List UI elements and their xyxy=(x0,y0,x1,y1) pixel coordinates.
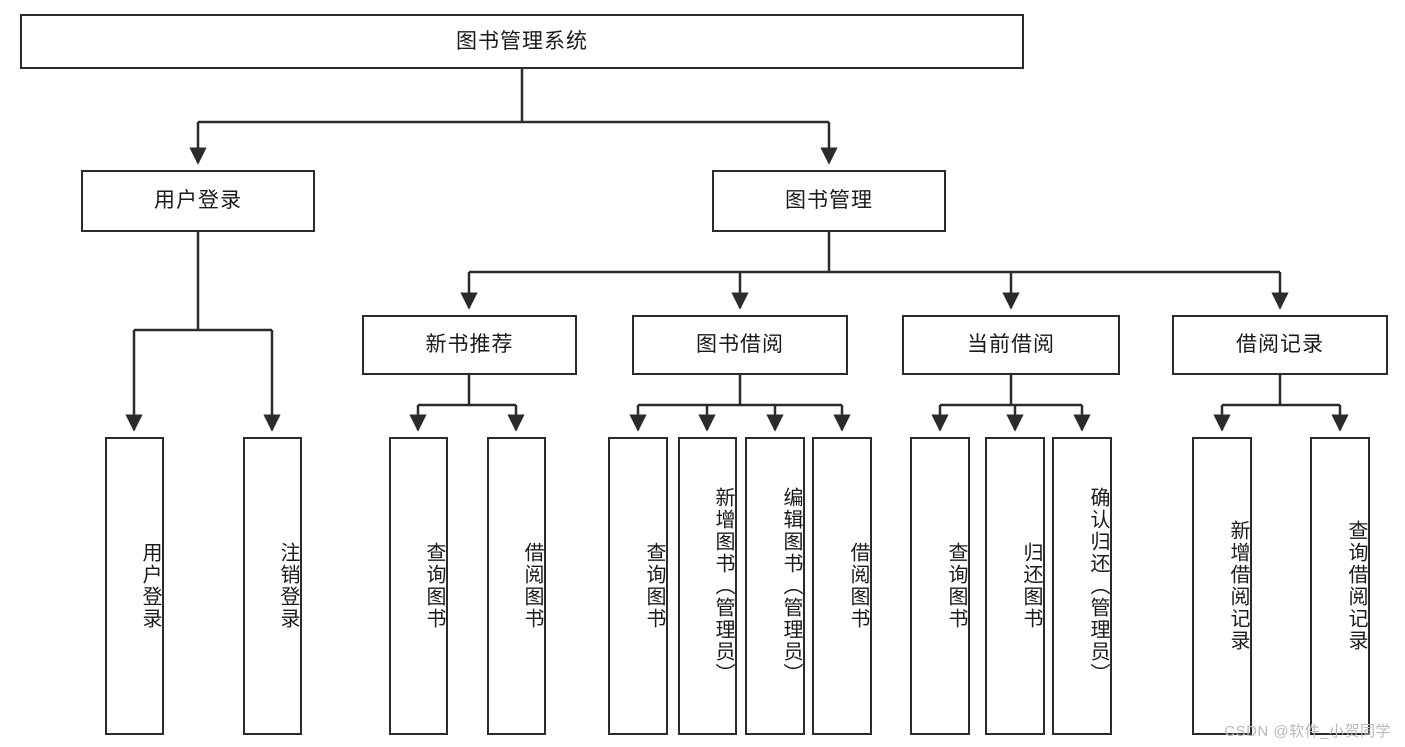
node-leaf-return-book[interactable]: 归还图书 xyxy=(985,437,1045,735)
node-leaf-query-book-recommend[interactable]: 查询图书 xyxy=(389,437,448,735)
node-leaf-confirm-return-admin[interactable]: 确认归还（管理员） xyxy=(1052,437,1112,735)
node-label: 借阅图书 xyxy=(847,542,869,630)
node-label: 新书推荐 xyxy=(425,333,514,357)
node-root-system[interactable]: 图书管理系统 xyxy=(20,14,1024,69)
node-label: 新增借阅记录 xyxy=(1227,520,1249,652)
node-label: 图书管理 xyxy=(785,189,873,213)
node-book-manage[interactable]: 图书管理 xyxy=(712,170,946,232)
node-new-book-recommend[interactable]: 新书推荐 xyxy=(362,315,577,375)
node-label: 当前借阅 xyxy=(967,333,1055,357)
node-label: 图书借阅 xyxy=(696,333,784,357)
node-current-borrow[interactable]: 当前借阅 xyxy=(902,315,1120,375)
node-leaf-query-borrow-record[interactable]: 查询借阅记录 xyxy=(1310,437,1370,735)
node-label: 查询借阅记录 xyxy=(1345,520,1367,652)
node-leaf-borrow-book-recommend[interactable]: 借阅图书 xyxy=(487,437,546,735)
node-label: 用户登录 xyxy=(139,542,161,630)
node-label: 借阅记录 xyxy=(1236,333,1324,357)
node-label: 归还图书 xyxy=(1020,542,1042,630)
node-label: 查询图书 xyxy=(945,542,967,630)
node-label: 查询图书 xyxy=(643,542,665,630)
node-label: 图书管理系统 xyxy=(456,29,588,53)
node-book-borrow[interactable]: 图书借阅 xyxy=(632,315,848,375)
watermark: CSDN @软件_小贺同学 xyxy=(1224,723,1391,740)
node-label: 编辑图书（管理员） xyxy=(780,487,802,685)
node-leaf-add-book-admin[interactable]: 新增图书（管理员） xyxy=(678,437,737,735)
node-label: 注销登录 xyxy=(277,542,299,630)
node-leaf-add-borrow-record[interactable]: 新增借阅记录 xyxy=(1192,437,1252,735)
node-label: 确认归还（管理员） xyxy=(1087,487,1109,685)
node-leaf-query-book-current[interactable]: 查询图书 xyxy=(910,437,970,735)
node-user-login[interactable]: 用户登录 xyxy=(81,170,315,232)
node-label: 借阅图书 xyxy=(521,542,543,630)
node-borrow-record[interactable]: 借阅记录 xyxy=(1172,315,1388,375)
node-leaf-query-book-borrow[interactable]: 查询图书 xyxy=(608,437,668,735)
node-label: 新增图书（管理员） xyxy=(712,487,734,685)
node-label: 查询图书 xyxy=(423,542,445,630)
node-label: 用户登录 xyxy=(154,189,242,213)
node-leaf-borrow-book[interactable]: 借阅图书 xyxy=(812,437,872,735)
node-leaf-user-login[interactable]: 用户登录 xyxy=(105,437,164,735)
node-leaf-edit-book-admin[interactable]: 编辑图书（管理员） xyxy=(745,437,805,735)
node-leaf-user-logout[interactable]: 注销登录 xyxy=(243,437,302,735)
